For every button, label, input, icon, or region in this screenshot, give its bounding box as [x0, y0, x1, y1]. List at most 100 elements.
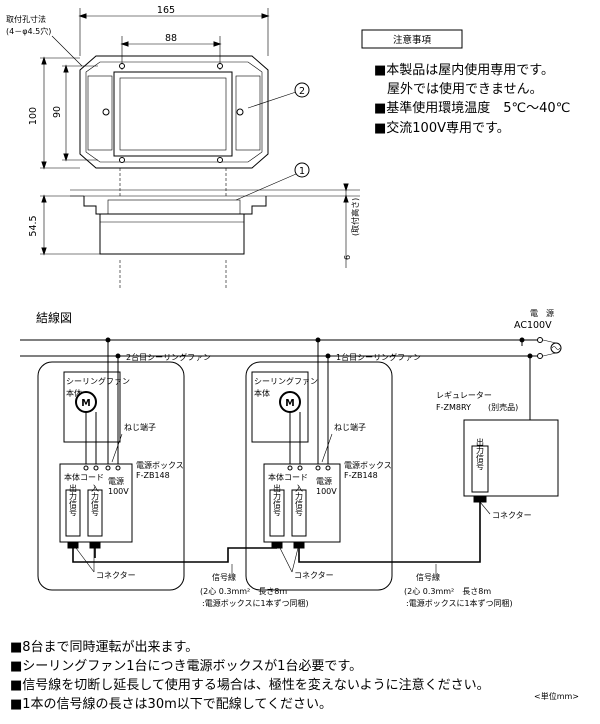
arrow — [261, 13, 270, 19]
caution-line-3: ■基準使用環境温度 5℃〜40℃ — [374, 100, 570, 116]
screw — [236, 108, 244, 116]
callout-1-circle — [294, 162, 310, 178]
mount-hole-spec: (4－φ4.5穴) — [6, 26, 51, 36]
junction-dot — [325, 353, 331, 359]
callout-2-leader — [247, 91, 297, 109]
fan-1-output-connector — [269, 489, 285, 537]
callout-1-leader — [235, 173, 297, 201]
screw-terminal-leader — [321, 433, 333, 463]
footer-note-4: ■1本の信号線の長さは30m以下で配線してください。 — [10, 696, 332, 712]
fan-2-output-label: 出力信号 — [69, 483, 78, 517]
fan-1-body-label-2: 本体 — [254, 388, 270, 398]
terminal — [297, 465, 303, 471]
caution-line-4: ■交流100V専用です。 — [374, 120, 510, 136]
caution-line-2: 屋外では使用できません。 — [387, 81, 543, 97]
fan-2-body-label: シーリングファン — [66, 376, 130, 386]
terminal — [537, 353, 543, 359]
footer-note-2: ■シーリングファン1台につき電源ボックスが1台必要です。 — [10, 659, 362, 674]
arrow — [41, 247, 47, 256]
mount-hole-label: 取付孔寸法 — [6, 14, 46, 24]
fan-1-label: 1台目シーリングファン — [336, 352, 421, 362]
footer-note-3: ■信号線を切断し延長して使用する場合は、極性を変えないように注意ください。 — [10, 677, 490, 693]
fan-2-body-label-2: 本体 — [66, 388, 82, 398]
hole-leader — [51, 35, 83, 67]
caution-block: 注意事項 ■本製品は屋内使用専用です。 屋外では使用できません。 ■基準使用環境… — [361, 29, 570, 136]
signal-line-2-spec: (2心 0.3mm² 長さ8m — [200, 587, 287, 596]
fan-2-power-box-model: F-ZB148 — [136, 471, 170, 480]
arrow — [78, 13, 87, 19]
arrow — [120, 41, 129, 47]
fan-1-motor-label: M — [285, 398, 294, 409]
connector-leader — [479, 501, 491, 515]
connector-leader — [279, 547, 293, 573]
fan-2-body-box — [63, 371, 121, 443]
arrow — [63, 64, 69, 73]
fan-2-connector-out — [67, 541, 79, 549]
footer-note-1: ■8台まで同時運転が出来ます。 — [10, 640, 198, 655]
fan-2-label: 2台目シーリングファン — [126, 352, 211, 362]
fan-2-connector-label: コネクター — [96, 571, 136, 580]
connector-leader — [291, 547, 299, 573]
regulator-label: レギュレーター — [436, 391, 492, 400]
fan-1-power-label-2: 100V — [316, 487, 337, 496]
regulator-connector-label: コネクター — [492, 511, 532, 520]
ac-wave-icon — [551, 346, 561, 350]
fan-1-screw-terminal: ねじ端子 — [334, 422, 366, 432]
signal-line-2 — [72, 547, 277, 563]
terminal — [93, 465, 99, 471]
housing-outline — [79, 55, 269, 169]
terminal — [105, 465, 111, 471]
fan-1-power-box-model: F-ZB148 — [344, 471, 378, 480]
screw-terminal-leader — [111, 433, 123, 463]
terminal — [325, 465, 331, 471]
regulator-model: F-ZM8RY — [436, 403, 471, 412]
fan-1-body-cord: 本体コード — [268, 472, 308, 482]
fan-2-power-box-label: 電源ボックス — [136, 461, 184, 470]
dim-545: 54.5 — [28, 215, 39, 236]
arrow — [41, 161, 47, 170]
arrow — [63, 153, 69, 162]
regulator-connector — [473, 495, 487, 503]
fan-1-power-label-1: 電源 — [316, 477, 332, 486]
fan-1-connector-in — [293, 541, 305, 549]
unit-label: <単位mm> — [534, 691, 579, 701]
regulator-box — [463, 419, 559, 497]
side-cover — [107, 199, 241, 215]
arrow — [41, 194, 47, 203]
ceiling-gap-note: (取付高さ) — [350, 198, 360, 236]
fan-1-connector-out — [271, 541, 283, 549]
junction-dot — [315, 337, 321, 343]
callout-2-circle — [294, 82, 310, 98]
callout-1-number: 1 — [299, 166, 305, 177]
fan-unit-1: 1台目シーリングファン シーリングファン 本体 M ねじ端子 本体コード 電源ボ… — [245, 337, 421, 591]
signal-line-2-note: :電源ボックスに1本ずつ同梱) — [202, 598, 309, 608]
source-lead — [542, 352, 557, 357]
regulator-output-label: 出力信号 — [476, 437, 485, 471]
junction-dot — [519, 337, 525, 343]
junction-dot — [115, 353, 121, 359]
arrow — [343, 194, 349, 203]
side-block-left — [87, 75, 113, 151]
arrow — [213, 41, 222, 47]
dim-88: 88 — [165, 33, 177, 44]
signal-line-1-spec: (2心 0.3mm² 長さ8m — [404, 587, 491, 596]
fan-1-body-box — [251, 371, 309, 443]
regulator-output-connector — [471, 445, 489, 493]
top-view: 取付孔寸法 (4－φ4.5穴) 165 88 100 90 — [6, 5, 310, 170]
signal-line-1-note: :電源ボックスに1本ずつ同梱) — [406, 598, 513, 608]
junction-dot — [527, 353, 533, 359]
fan-2-motor-label: M — [81, 398, 90, 409]
dim-165: 165 — [157, 5, 175, 16]
signal-line-1-label: 信号線 — [416, 572, 440, 582]
housing-cover — [113, 71, 233, 157]
fan-2-frame — [37, 361, 185, 591]
side-view: 54.5 6 (取付高さ) 1 — [28, 162, 360, 290]
fan-2-power-label-2: 100V — [108, 487, 129, 496]
fan-2-output-connector — [65, 489, 81, 537]
source-lead — [542, 339, 557, 344]
junction-dot — [105, 337, 111, 343]
regulator-unit: レギュレーター F-ZM8RY (別売品) 出力信号 コネクター — [436, 391, 559, 520]
connector-leader — [75, 547, 95, 573]
